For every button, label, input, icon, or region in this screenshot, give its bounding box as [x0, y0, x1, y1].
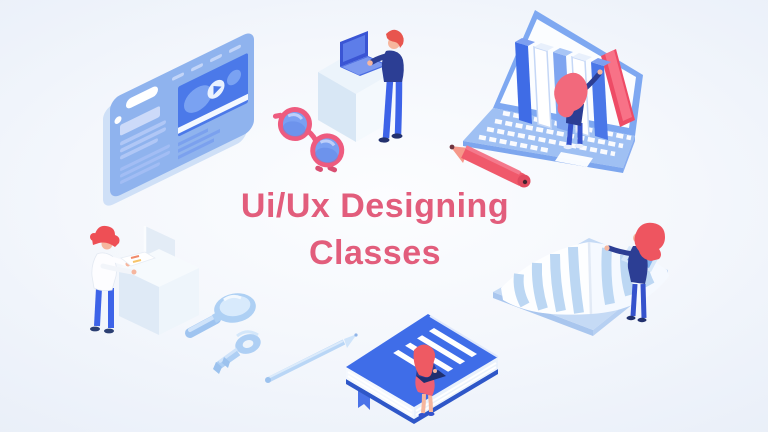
banner-title-line2: Classes: [308, 234, 442, 272]
trackpad: [555, 152, 593, 167]
presenter-person: [367, 29, 404, 143]
pink-glasses-icon: [272, 107, 345, 173]
hair: [413, 344, 436, 378]
hair: [92, 225, 120, 247]
laptop-base: [463, 108, 635, 173]
banner-title-line1: Ui/Ux Designing: [240, 187, 510, 225]
video-player: [178, 53, 248, 137]
banner-title: Ui/Ux Designing Classes: [215, 183, 535, 277]
menu-dashes: [172, 44, 241, 81]
book-picker-person: [554, 69, 603, 150]
magnifier-icon: [185, 293, 256, 338]
red-pencil-icon: [449, 144, 531, 188]
hair: [634, 222, 665, 261]
standing-person: [604, 222, 665, 323]
play-icon: [213, 86, 222, 96]
sitting-person: [413, 344, 446, 417]
hair: [554, 72, 588, 118]
browser-video-window-illustration: [103, 33, 254, 206]
open-book-reader-illustration: [493, 222, 669, 336]
key-icon: [213, 330, 261, 374]
workstation-person-illustration: [90, 225, 199, 335]
hair: [386, 29, 404, 48]
blue-pencil-icon: [265, 333, 358, 383]
laptop-bookshelf-illustration: [463, 10, 643, 173]
reader-person: [90, 225, 156, 334]
presenter-laptop-podium-illustration: [318, 29, 404, 143]
closed-book-reader-illustration: [346, 314, 499, 424]
document: [120, 251, 156, 267]
